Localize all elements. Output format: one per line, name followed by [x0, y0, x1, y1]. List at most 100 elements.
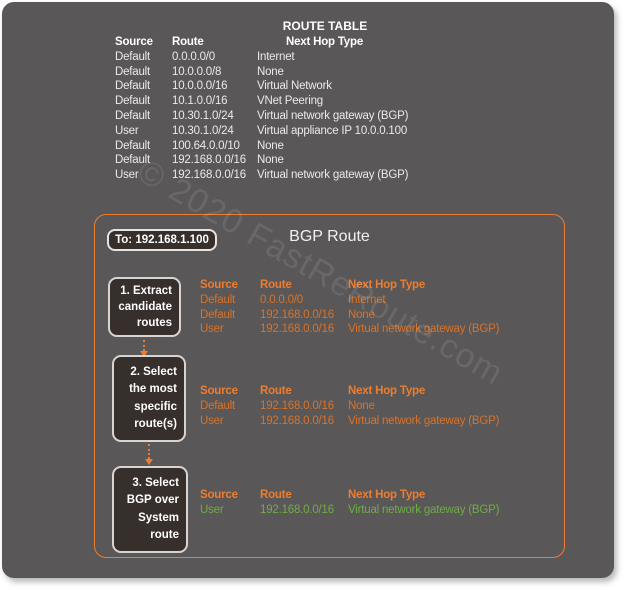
- table-row: Default 10.0.0.0/8 None: [115, 65, 457, 80]
- table-cell: Source: [115, 36, 153, 48]
- table-row: User 192.168.0.0/16 Virtual network gatewa…: [200, 322, 568, 337]
- table-cell: Virtual network gateway (BGP): [348, 414, 500, 427]
- table-cell: Default: [200, 293, 236, 306]
- table-cell: Default: [115, 109, 151, 122]
- table-cell: 100.64.0.0/10: [172, 139, 240, 152]
- step-2-box: 2. Select the most specific route(s): [112, 355, 186, 442]
- diagram-panel: © 2020 FastReRoute.com ROUTE TABLE Sourc…: [2, 2, 614, 578]
- table-cell: 192.168.0.0/16: [172, 169, 246, 182]
- table-cell: Virtual appliance IP 10.0.0.100: [257, 124, 408, 137]
- table-cell: Default: [115, 50, 151, 63]
- table-cell: 10.30.1.0/24: [172, 109, 234, 122]
- table-row: Default 10.1.0.0/16 VNet Peering: [115, 94, 457, 109]
- step-2-table-header-row: Source Route Next Hop Type: [200, 384, 568, 399]
- table-cell: Default: [200, 399, 236, 412]
- table-cell: None: [257, 139, 284, 152]
- table-cell: VNet Peering: [257, 95, 323, 108]
- table-cell: Default: [115, 139, 151, 152]
- destination-label: To: 192.168.1.100: [115, 234, 209, 246]
- step-1-label: 1. Extract candidate routes: [118, 285, 172, 329]
- table-cell: Source: [200, 385, 238, 397]
- table-cell: Route: [260, 489, 292, 501]
- table-cell: Internet: [257, 50, 295, 63]
- table-cell: Next Hop Type: [285, 36, 364, 48]
- table-row: User 10.30.1.0/24 Virtual appliance IP 10.…: [115, 124, 457, 139]
- table-cell: Default: [200, 308, 236, 321]
- step-1-table-header-row: Source Route Next Hop Type: [200, 278, 568, 293]
- table-cell: Route: [172, 36, 204, 48]
- step-3-table: Source Route Next Hop Type User 192.168.0.0…: [200, 488, 568, 518]
- table-cell: Next Hop Type: [348, 279, 426, 291]
- table-cell: Next Hop Type: [348, 489, 426, 501]
- table-cell: None: [257, 65, 284, 78]
- route-table: Source Route Next Hop Type Default 0.0.0.0/…: [115, 35, 457, 183]
- table-cell: 192.168.0.0/16: [260, 399, 334, 412]
- table-cell: Default: [115, 154, 151, 167]
- table-row: User 192.168.0.0/16 Virtual network gatewa…: [200, 414, 568, 429]
- step-3-box: 3. Select BGP over System route: [112, 466, 188, 553]
- table-row: Default 192.168.0.0/16 None: [200, 308, 568, 323]
- table-cell: Source: [200, 489, 238, 501]
- table-cell: Route: [260, 385, 292, 397]
- table-cell: Source: [200, 279, 238, 291]
- step-3-table-header-row: Source Route Next Hop Type: [200, 488, 568, 503]
- table-cell: User: [115, 169, 139, 182]
- table-cell: Default: [115, 65, 151, 78]
- table-cell: 192.168.0.0/16: [260, 414, 334, 427]
- table-cell: 192.168.0.0/16: [172, 154, 246, 167]
- step-3-table-body: User 192.168.0.0/16 Virtual network gatewa…: [200, 503, 568, 518]
- bgp-route-title: BGP Route: [289, 228, 370, 245]
- table-cell: 10.0.0.0/16: [172, 80, 228, 93]
- table-cell: User: [115, 124, 139, 137]
- arrow-head: [140, 351, 148, 357]
- table-cell: Default: [115, 95, 151, 108]
- destination-chip: To: 192.168.1.100: [107, 229, 217, 251]
- route-table-header-row: Source Route Next Hop Type: [115, 35, 457, 50]
- step-2-label: 2. Select the most specific route(s): [129, 365, 177, 431]
- table-cell: Next Hop Type: [348, 385, 426, 397]
- step-1-box: 1. Extract candidate routes: [108, 277, 181, 337]
- table-cell: User: [200, 503, 224, 516]
- arrow-down-icon: [140, 340, 148, 357]
- arrow-down-icon: [145, 444, 153, 465]
- arrow-shaft: [148, 444, 150, 459]
- table-cell: Virtual network gateway (BGP): [348, 503, 500, 516]
- table-cell: None: [348, 399, 375, 412]
- table-cell: Virtual Network: [257, 80, 332, 93]
- table-cell: Internet: [348, 293, 386, 306]
- table-row: Default 192.168.0.0/16 None: [200, 399, 568, 414]
- table-row: User 192.168.0.0/16 Virtual network gatewa…: [115, 168, 457, 183]
- arrow-head: [145, 459, 153, 465]
- table-row: Default 10.30.1.0/24 Virtual network gatew…: [115, 109, 457, 124]
- bgp-route-box: To: 192.168.1.100 BGP Route 1. Extract c…: [94, 214, 565, 558]
- table-cell: 192.168.0.0/16: [260, 503, 334, 516]
- table-row: Default 0.0.0.0/0 Internet: [200, 293, 568, 308]
- table-cell: 10.30.1.0/24: [172, 124, 234, 137]
- table-cell: 10.0.0.0/8: [172, 65, 222, 78]
- route-table-title: ROUTE TABLE: [282, 19, 368, 33]
- table-cell: 10.1.0.0/16: [172, 95, 228, 108]
- table-cell: 192.168.0.0/16: [260, 323, 334, 336]
- table-cell: None: [348, 308, 375, 321]
- table-row: User 192.168.0.0/16 Virtual network gatewa…: [200, 503, 568, 518]
- step-1-table: Source Route Next Hop Type Default 0.0.0.0/…: [200, 278, 568, 337]
- table-cell: 0.0.0.0/0: [172, 50, 215, 63]
- table-cell: User: [200, 414, 224, 427]
- table-cell: Route: [260, 279, 292, 291]
- table-row: Default 100.64.0.0/10 None: [115, 139, 457, 154]
- table-cell: Virtual network gateway (BGP): [257, 109, 409, 122]
- table-cell: Virtual network gateway (BGP): [257, 169, 409, 182]
- step-3-label: 3. Select BGP over System route: [126, 476, 179, 542]
- table-cell: Virtual network gateway (BGP): [348, 323, 500, 336]
- table-cell: 192.168.0.0/16: [260, 308, 334, 321]
- step-2-table: Source Route Next Hop Type Default 192.168.…: [200, 384, 568, 428]
- table-cell: 0.0.0.0/0: [260, 293, 303, 306]
- table-cell: User: [200, 323, 224, 336]
- arrow-shaft: [143, 340, 145, 351]
